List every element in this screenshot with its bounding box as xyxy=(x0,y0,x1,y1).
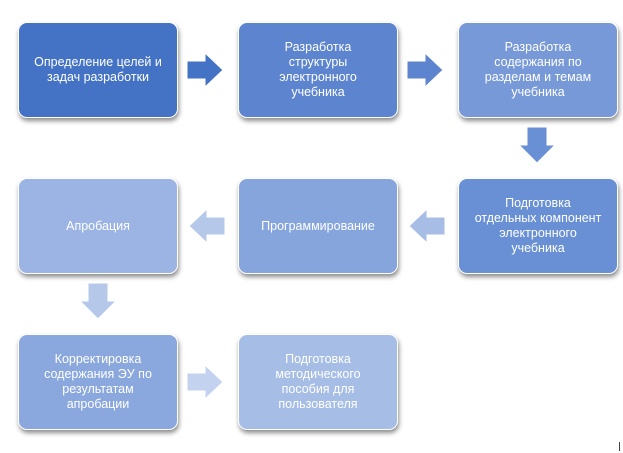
node-structure-development: Разработка структуры электронного учебни… xyxy=(238,22,398,118)
node-programming: Программирование xyxy=(238,178,398,274)
node-label: Определение целей и задач разработки xyxy=(34,55,162,84)
node-label: Апробация xyxy=(66,218,130,233)
text-cursor xyxy=(619,442,620,451)
node-content-correction: Корректировка содержания ЭУ по результат… xyxy=(18,334,178,430)
node-methodical-guide: Подготовка методического пособия для пол… xyxy=(238,334,398,430)
node-label: Разработка структуры электронного учебни… xyxy=(279,40,357,99)
arrow-right-icon xyxy=(186,51,224,89)
node-label: Разработка содержания по разделам и тема… xyxy=(484,40,592,99)
arrow-right-icon xyxy=(186,363,224,401)
node-label: Программирование xyxy=(261,218,375,233)
arrow-down-icon xyxy=(78,282,118,320)
node-label: Подготовка методического пособия для пол… xyxy=(275,352,361,411)
node-goals-definition: Определение целей и задач разработки xyxy=(18,22,178,118)
arrow-down-icon xyxy=(517,126,557,164)
arrow-right-icon xyxy=(406,51,444,89)
arrow-left-icon xyxy=(408,207,446,245)
node-label: Подготовка отдельных компонент электронн… xyxy=(474,196,602,255)
node-content-development: Разработка содержания по разделам и тема… xyxy=(458,22,618,118)
node-components-preparation: Подготовка отдельных компонент электронн… xyxy=(458,178,618,274)
node-label: Корректировка содержания ЭУ по результат… xyxy=(44,352,152,411)
node-approbation: Апробация xyxy=(18,178,178,274)
arrow-left-icon xyxy=(188,207,226,245)
